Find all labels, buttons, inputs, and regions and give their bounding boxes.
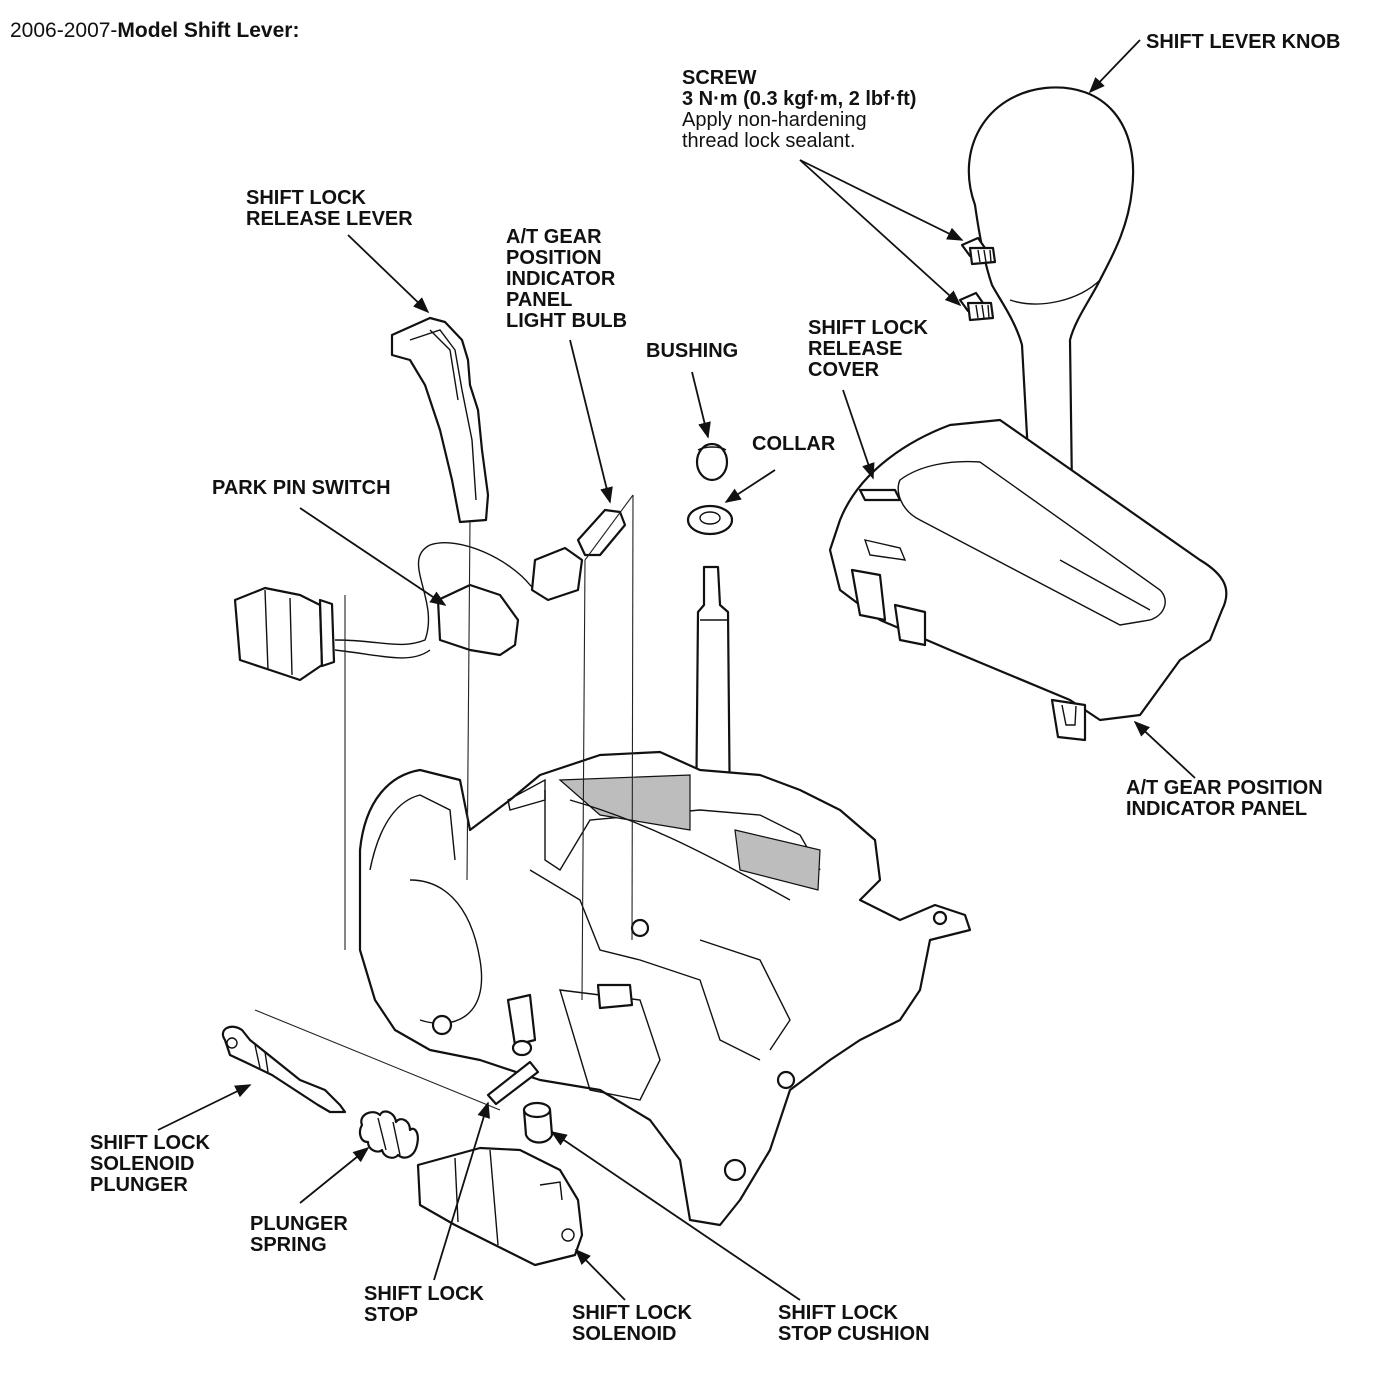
diagram-title: 2006-2007-Model Shift Lever: <box>10 19 300 42</box>
label-shift-lock-solenoid-plunger: SHIFT LOCK SOLENOID PLUNGER <box>90 1132 210 1196</box>
label-indicator-panel: A/T GEAR POSITION INDICATOR PANEL <box>1126 777 1323 820</box>
indicator-panel-part <box>828 418 1228 742</box>
shift-lock-solenoid-part <box>416 1146 584 1267</box>
shift-lock-stop-part <box>486 1060 540 1106</box>
shift-lock-solenoid-plunger-part <box>221 1025 347 1114</box>
collar-part <box>686 504 734 536</box>
label-plunger-spring: PLUNGER SPRING <box>250 1213 348 1256</box>
bushing-part <box>695 442 729 482</box>
label-park-pin-switch: PARK PIN SWITCH <box>212 477 391 499</box>
label-indicator-panel-light-bulb: A/T GEAR POSITION INDICATOR PANEL LIGHT … <box>506 226 628 332</box>
shift-lock-release-lever-part <box>390 316 490 524</box>
leader-lines <box>157 39 1196 1301</box>
shift-lever-knob-part <box>967 86 1135 503</box>
shift-lock-stop-cushion-part <box>522 1101 554 1144</box>
label-shift-lock-stop-cushion: SHIFT LOCK STOP CUSHION <box>778 1302 930 1345</box>
label-shift-lever-knob: SHIFT LEVER KNOB <box>1146 31 1341 53</box>
label-shift-lock-solenoid: SHIFT LOCK SOLENOID <box>572 1302 692 1345</box>
label-bushing: BUSHING <box>646 340 739 362</box>
park-pin-switch-part <box>233 508 627 682</box>
label-screw: SCREW 3 N·m (0.3 kgf·m, 2 lbf·ft) Apply … <box>682 67 917 152</box>
shift-lever-housing-part <box>358 750 972 1227</box>
label-collar: COLLAR <box>752 433 836 455</box>
label-shift-lock-stop: SHIFT LOCK STOP <box>364 1283 484 1326</box>
screw-lower-part <box>958 291 995 322</box>
label-shift-lock-release-lever: SHIFT LOCK RELEASE LEVER <box>246 187 413 230</box>
screw-upper-part <box>960 236 997 266</box>
exploded-view-guides <box>254 494 634 1111</box>
label-shift-lock-release-cover: SHIFT LOCK RELEASE COVER <box>808 317 928 381</box>
plunger-spring-part <box>358 1110 419 1159</box>
